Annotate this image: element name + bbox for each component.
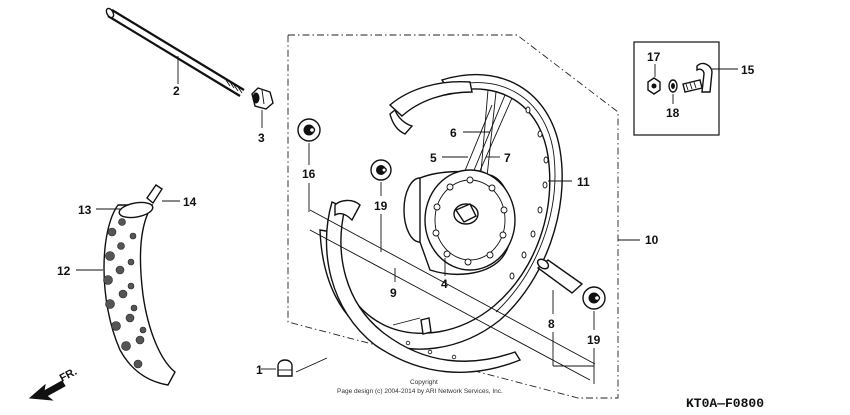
wheel-assembly-outline <box>287 34 619 399</box>
callout-19-lower: 19 <box>587 333 601 347</box>
callout-4: 4 <box>441 277 448 291</box>
diagram-code: KT0A—F0800 <box>686 396 764 411</box>
axle-nut-part[interactable] <box>251 87 274 110</box>
washer-part-18[interactable] <box>668 79 678 93</box>
bearing-part-16[interactable] <box>297 118 321 142</box>
axle-part[interactable] <box>105 7 245 97</box>
rim-valve-part[interactable] <box>392 317 432 335</box>
valve-cap-part[interactable] <box>277 359 293 377</box>
callout-14: 14 <box>183 195 197 209</box>
nut-part-17[interactable] <box>647 77 661 95</box>
callout-5: 5 <box>430 151 437 165</box>
spokes-part[interactable] <box>461 89 513 187</box>
wheel-hub-part[interactable] <box>403 169 516 275</box>
callout-7: 7 <box>504 151 511 165</box>
callout-19-upper: 19 <box>374 199 388 213</box>
lower-rim-part[interactable] <box>325 199 522 373</box>
callout-2: 2 <box>173 84 180 98</box>
bearing-part-19-upper[interactable] <box>370 159 392 181</box>
callout-10: 10 <box>645 233 659 247</box>
inset-box <box>633 41 720 136</box>
callout-9: 9 <box>390 286 397 300</box>
bearing-part-19-lower[interactable] <box>582 286 606 310</box>
tube-valve-part[interactable] <box>146 184 163 205</box>
callout-6: 6 <box>450 126 457 140</box>
callout-11: 11 <box>577 175 590 189</box>
callout-8: 8 <box>548 317 555 331</box>
direction-label: FR. <box>58 366 79 385</box>
callout-18: 18 <box>666 106 680 120</box>
callout-1: 1 <box>256 363 263 377</box>
rim-section-part[interactable] <box>388 80 473 135</box>
wheel-rim-part[interactable] <box>319 73 563 350</box>
callout-13: 13 <box>78 203 92 217</box>
callout-15: 15 <box>741 63 755 77</box>
callout-16: 16 <box>302 167 316 181</box>
copyright-line-1: Copyright <box>410 379 438 386</box>
callout-3: 3 <box>258 131 265 145</box>
tire-part[interactable] <box>103 200 176 386</box>
distance-collar-part[interactable] <box>536 257 584 294</box>
copyright-line-2: Page design (c) 2004-2014 by ARI Network… <box>337 388 503 395</box>
front-direction-arrow <box>28 380 66 401</box>
callout-12: 12 <box>57 264 71 278</box>
callout-17: 17 <box>647 50 661 64</box>
spoke-nipple-part-15[interactable] <box>682 62 713 93</box>
